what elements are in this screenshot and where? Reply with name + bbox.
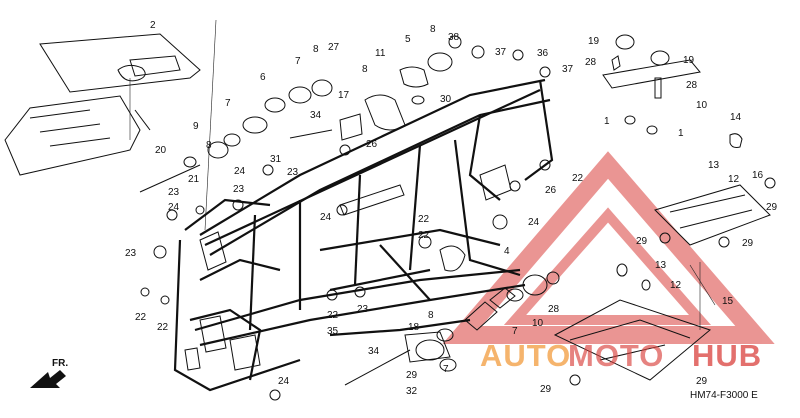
callout: 9 <box>193 121 199 132</box>
callout: 10 <box>696 100 708 111</box>
callout: 24 <box>234 166 246 177</box>
callout: 34 <box>368 346 380 357</box>
callout: 23 <box>357 304 369 315</box>
callout: 15 <box>722 296 734 307</box>
callout: 2 <box>150 20 156 31</box>
callout: 12 <box>728 174 740 185</box>
callout: 28 <box>548 304 560 315</box>
hardware-clips <box>140 35 776 401</box>
front-direction-arrow: FR. <box>30 358 68 388</box>
callout: 22 <box>135 312 147 323</box>
callout: 29 <box>540 384 552 395</box>
callout: 24 <box>320 212 332 223</box>
callout: 30 <box>440 94 452 105</box>
callout: 22 <box>327 310 339 321</box>
callout: 7 <box>512 326 518 337</box>
callout: 38 <box>448 32 460 43</box>
callout: 24 <box>168 202 180 213</box>
callout: 16 <box>752 170 764 181</box>
callout: 11 <box>375 48 386 59</box>
seat-cover-assembly <box>4 19 217 231</box>
callout: 29 <box>742 238 754 249</box>
callout: 32 <box>406 386 418 397</box>
callout: 7 <box>225 98 231 109</box>
callout: 20 <box>155 145 167 156</box>
watermark-logo <box>442 151 775 344</box>
callout: 26 <box>366 139 378 150</box>
callout: 6 <box>260 72 266 83</box>
callout: 13 <box>655 260 667 271</box>
callout: 22 <box>572 173 584 184</box>
callout: 22 <box>418 230 430 241</box>
callout: 22 <box>157 322 169 333</box>
callout: 29 <box>766 202 778 213</box>
callout: 27 <box>328 42 340 53</box>
callout: 34 <box>310 110 322 121</box>
watermark-word-c: HUB <box>692 338 762 373</box>
callout: 8 <box>430 24 436 35</box>
callout: 31 <box>270 154 282 165</box>
callout: 12 <box>670 280 682 291</box>
callout: 10 <box>532 318 544 329</box>
callout: 24 <box>278 376 290 387</box>
callout: 1 <box>678 128 684 139</box>
callout: 19 <box>588 36 600 47</box>
callout: 18 <box>408 322 420 333</box>
callout: 14 <box>730 112 742 123</box>
watermark-word-a: AUTO <box>480 338 571 373</box>
callout: 23 <box>233 184 245 195</box>
callout: 7 <box>443 364 449 375</box>
callout: 35 <box>327 326 339 337</box>
callout: 23 <box>168 187 180 198</box>
callout: 37 <box>562 64 574 75</box>
callout: 8 <box>362 64 368 75</box>
callout: 7 <box>295 56 301 67</box>
watermark-word-b: MOTO <box>568 338 664 373</box>
watermark-wordmark: AUTO MOTO HUB <box>480 338 762 373</box>
callout: 8 <box>206 140 212 151</box>
callout: 29 <box>406 370 418 381</box>
callout-labels: 2 9 20 8 7 6 7 8 27 11 5 8 8 17 34 30 38… <box>125 20 778 397</box>
callout: 37 <box>495 47 507 58</box>
callout: 19 <box>683 55 695 66</box>
callout: 29 <box>636 236 648 247</box>
callout: 21 <box>188 174 200 185</box>
callout: 4 <box>504 246 510 257</box>
callout: 8 <box>428 310 434 321</box>
callout: 22 <box>418 214 430 225</box>
main-frame <box>173 78 554 392</box>
rear-brackets <box>553 34 771 381</box>
callout: 17 <box>338 90 350 101</box>
callout: 28 <box>686 80 698 91</box>
callout: 36 <box>537 48 549 59</box>
callout: 13 <box>708 160 720 171</box>
diagram-code: HM74-F3000 E <box>690 390 758 401</box>
engine-mount-parts <box>139 52 560 386</box>
callout: 24 <box>528 217 540 228</box>
callout: 8 <box>313 44 319 55</box>
callout: 23 <box>125 248 137 259</box>
callout: 29 <box>696 376 708 387</box>
callout: 23 <box>287 167 299 178</box>
callout: 1 <box>604 116 610 127</box>
callout: 5 <box>405 34 411 45</box>
direction-label: FR. <box>52 358 68 369</box>
callout: 26 <box>545 185 557 196</box>
callout: 28 <box>585 57 597 68</box>
